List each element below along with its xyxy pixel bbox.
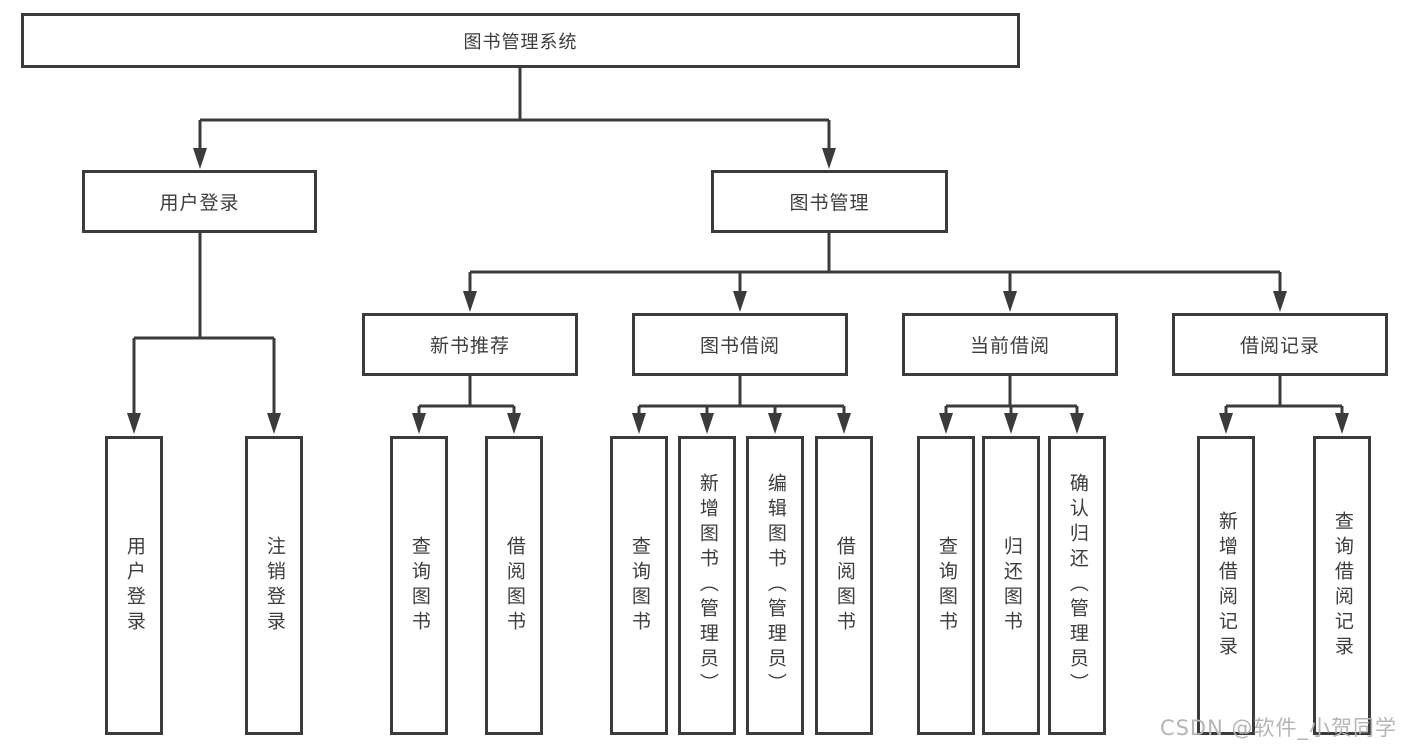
connector-new-book-to-leaves: [417, 376, 516, 415]
leaf-add-book-admin: 新增图书（管理员）: [678, 436, 736, 735]
leaf-query-borrow-record: 查询借阅记录: [1313, 436, 1371, 735]
connector-current-borrow-to-leaves: [944, 376, 1079, 415]
arrow-down-icon: [700, 413, 714, 434]
connector-root-to-level2: [198, 68, 831, 150]
arrow-down-icon: [507, 413, 521, 434]
arrow-down-icon: [768, 413, 782, 434]
arrow-down-icon: [1335, 413, 1349, 434]
node-borrow-records: 借阅记录: [1172, 313, 1388, 376]
arrowheads: [127, 148, 1349, 434]
leaf-query-books-3: 查询图书: [917, 436, 975, 735]
leaf-borrow-books-1: 借阅图书: [485, 436, 543, 735]
node-current-borrow: 当前借阅: [902, 313, 1118, 376]
leaf-query-books-2: 查询图书: [610, 436, 668, 735]
connector-book-borrow-to-leaves: [637, 376, 846, 415]
connector-borrow-records-to-leaves: [1224, 376, 1344, 415]
connector-user-login-to-leaves: [132, 233, 276, 415]
leaf-add-borrow-record: 新增借阅记录: [1197, 436, 1255, 735]
node-root: 图书管理系统: [21, 13, 1020, 68]
watermark: CSDN @软件_小贺同学: [1159, 716, 1397, 740]
leaf-confirm-return-admin: 确认归还（管理员）: [1048, 436, 1106, 735]
arrow-down-icon: [1003, 291, 1017, 312]
leaf-logout: 注销登录: [245, 436, 303, 735]
node-book-borrow: 图书借阅: [632, 313, 848, 376]
arrow-down-icon: [412, 413, 426, 434]
arrow-down-icon: [822, 148, 836, 169]
leaf-borrow-books-2: 借阅图书: [815, 436, 873, 735]
leaf-return-books: 归还图书: [982, 436, 1040, 735]
arrow-down-icon: [733, 291, 747, 312]
arrow-down-icon: [463, 291, 477, 312]
arrow-down-icon: [939, 413, 953, 434]
arrow-down-icon: [1070, 413, 1084, 434]
arrow-down-icon: [267, 413, 281, 434]
connector-book-management-to-level3: [468, 233, 1282, 293]
node-new-book-recommend: 新书推荐: [362, 313, 578, 376]
arrow-down-icon: [127, 413, 141, 434]
arrow-down-icon: [632, 413, 646, 434]
arrow-down-icon: [1273, 291, 1287, 312]
connector-lines: [132, 68, 1344, 415]
node-book-management: 图书管理: [711, 170, 948, 233]
arrow-down-icon: [1004, 413, 1018, 434]
leaf-edit-book-admin: 编辑图书（管理员）: [746, 436, 804, 735]
leaf-user-login: 用户登录: [105, 436, 163, 735]
arrow-down-icon: [837, 413, 851, 434]
leaf-query-books-1: 查询图书: [390, 436, 448, 735]
node-user-login: 用户登录: [82, 170, 317, 233]
arrow-down-icon: [1219, 413, 1233, 434]
arrow-down-icon: [193, 148, 207, 169]
